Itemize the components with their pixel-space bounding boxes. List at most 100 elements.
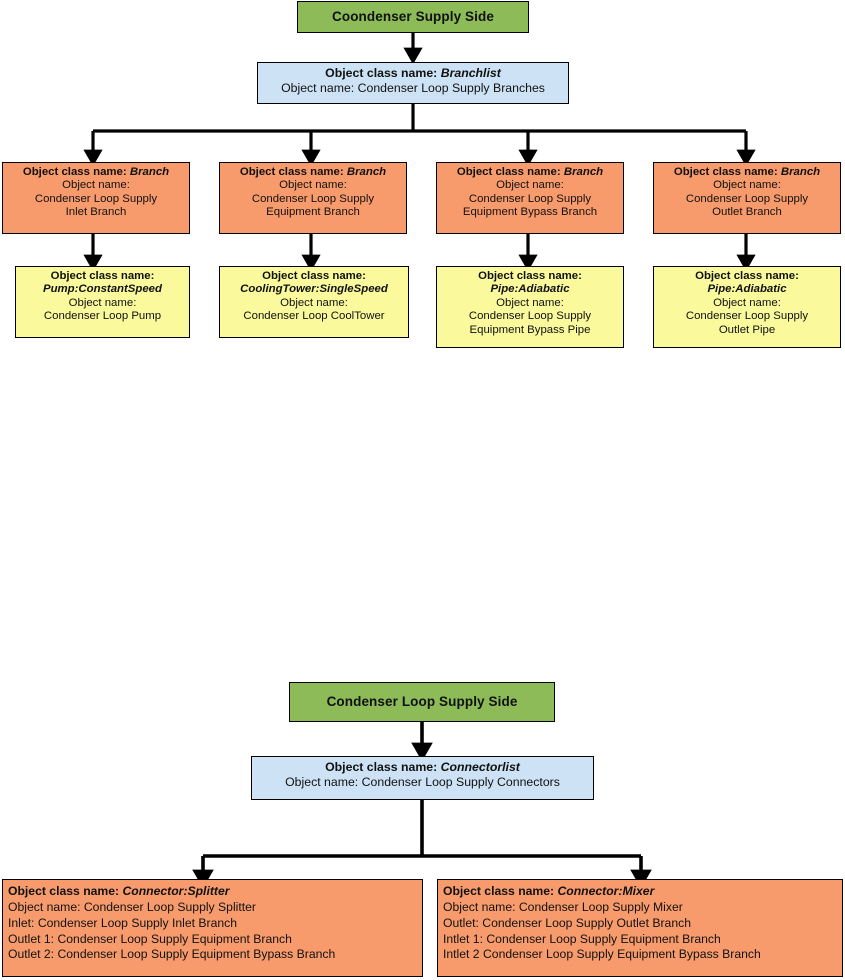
equipment-0-class-label: Object class name:: [50, 270, 155, 282]
branch-1-class-value: Branch: [346, 166, 387, 178]
mixer-inlet2-value: Condenser Loop Supply Equipment Bypass B…: [482, 947, 761, 962]
branch-0-class-row: Object class name: Branch: [3, 166, 189, 179]
connectorlist-name-value: Condenser Loop Supply Connectors: [361, 774, 560, 789]
mixer-class-row: Object class name: Connector:Mixer: [443, 884, 842, 900]
branch-node-equipment-bypass[interactable]: Object class name: Branch Object name: C…: [436, 162, 624, 234]
branch-0-name-line1: Condenser Loop Supply: [34, 192, 158, 205]
connector-node-mixer[interactable]: Object class name: Connector:Mixer Objec…: [437, 879, 843, 977]
branch-1-name-label: Object name:: [279, 179, 347, 192]
branch-3-class-value: Branch: [780, 166, 821, 178]
splitter-outlet2-value: Condenser Loop Supply Equipment Bypass B…: [57, 947, 336, 962]
equipment-node-coolingtower[interactable]: Object class name: CoolingTower:SingleSp…: [219, 266, 409, 338]
mixer-outlet-label: Outlet:: [443, 915, 479, 930]
edge-connectorlist-to-bus: [192, 800, 652, 889]
branch-3-class-label: Object class name:: [673, 166, 778, 178]
branch-0-name-label: Object name:: [62, 179, 130, 192]
branch-node-equipment[interactable]: Object class name: Branch Object name: C…: [219, 162, 407, 234]
branch-1-class-label: Object class name:: [239, 166, 344, 178]
mixer-class-value: Connector:Mixer: [557, 884, 655, 898]
equipment-node-outlet-pipe[interactable]: Object class name: Pipe:Adiabatic Object…: [653, 266, 841, 348]
mixer-inlet2-row: Intlet 2 Condenser Loop Supply Equipment…: [443, 947, 842, 963]
splitter-class-row: Object class name: Connector:Splitter: [8, 884, 422, 900]
equipment-node-bypass-pipe[interactable]: Object class name: Pipe:Adiabatic Object…: [436, 266, 624, 348]
splitter-outlet2-row: Outlet 2: Condenser Loop Supply Equipmen…: [8, 947, 422, 963]
mixer-outlet-value: Condenser Loop Supply Outlet Branch: [482, 915, 691, 930]
branch-1-class-row: Object class name: Branch: [220, 166, 406, 179]
branch-2-name-line1: Condenser Loop Supply: [468, 192, 592, 205]
connectorlist-class-label: Object class name:: [325, 760, 438, 774]
branch-2-class-label: Object class name:: [456, 166, 561, 178]
equipment-1-class-label: Object class name:: [262, 270, 366, 282]
branch-3-name-label: Object name:: [713, 179, 781, 192]
branchlist-name-label: Object name:: [281, 80, 355, 95]
equipment-2-name-line1: Condenser Loop Supply: [468, 310, 592, 323]
splitter-inlet-value: Condenser Loop Supply Inlet Branch: [37, 915, 238, 930]
equipment-2-name-label: Object name:: [496, 296, 564, 309]
mixer-inlet1-value: Condenser Loop Supply Equipment Branch: [486, 931, 721, 946]
splitter-object-name-value: Condenser Loop Supply Splitter: [83, 899, 256, 914]
splitter-outlet1-row: Outlet 1: Condenser Loop Supply Equipmen…: [8, 932, 422, 948]
mixer-inlet2-label: Intlet 2: [443, 947, 480, 962]
splitter-outlet1-value: Condenser Loop Supply Equipment Branch: [57, 931, 292, 946]
splitter-object-name-label: Object name:: [8, 899, 81, 914]
equipment-1-class-value: CoolingTower:SingleSpeed: [240, 283, 388, 296]
equipment-3-name-label: Object name:: [713, 296, 781, 309]
edge-branchlist-to-bus: [83, 104, 756, 167]
equipment-1-name-line1: Condenser Loop CoolTower: [243, 310, 385, 323]
branch-1-name-line1: Condenser Loop Supply: [251, 192, 375, 205]
mixer-object-name-value: Condenser Loop Supply Mixer: [518, 899, 683, 914]
equipment-3-name-line1: Condenser Loop Supply: [685, 310, 809, 323]
connectorlist-class-row: Object class name: Connectorlist: [252, 760, 593, 775]
connectorlist-name-label: Object name:: [285, 774, 359, 789]
splitter-inlet-label: Inlet:: [8, 915, 35, 930]
branch-2-class-value: Branch: [563, 166, 604, 178]
splitter-object-name-row: Object name: Condenser Loop Supply Split…: [8, 900, 422, 916]
branchlist-node[interactable]: Object class name: Branchlist Object nam…: [257, 62, 569, 104]
section-branches-title: Coondenser Supply Side: [297, 1, 529, 33]
branch-0-class-label: Object class name:: [22, 166, 127, 178]
branch-1-name-line2: Equipment Branch: [266, 206, 360, 219]
equipment-3-class-value: Pipe:Adiabatic: [707, 283, 787, 296]
mixer-outlet-row: Outlet: Condenser Loop Supply Outlet Bra…: [443, 916, 842, 932]
branchlist-class-row: Object class name: Branchlist: [258, 66, 568, 81]
splitter-outlet2-label: Outlet 2:: [8, 947, 55, 962]
splitter-class-value: Connector:Splitter: [122, 884, 230, 898]
splitter-outlet1-label: Outlet 1:: [8, 931, 55, 946]
mixer-object-name-row: Object name: Condenser Loop Supply Mixer: [443, 900, 842, 916]
branch-2-class-row: Object class name: Branch: [437, 166, 623, 179]
equipment-3-class-label: Object class name:: [695, 270, 799, 282]
branch-2-name-line2: Equipment Bypass Branch: [462, 206, 598, 219]
section-connectors-title: Condenser Loop Supply Side: [289, 682, 555, 722]
equipment-node-pump[interactable]: Object class name: Pump:ConstantSpeed Ob…: [15, 266, 190, 338]
equipment-2-class-label: Object class name:: [478, 270, 582, 282]
equipment-1-name-label: Object name:: [280, 296, 348, 309]
branch-3-name-line2: Outlet Branch: [712, 206, 782, 219]
connectorlist-class-value: Connectorlist: [440, 760, 520, 774]
connectorlist-node[interactable]: Object class name: Connectorlist Object …: [251, 756, 594, 800]
equipment-2-class-value: Pipe:Adiabatic: [490, 283, 570, 296]
mixer-inlet1-row: Intlet 1: Condenser Loop Supply Equipmen…: [443, 932, 842, 948]
splitter-inlet-row: Inlet: Condenser Loop Supply Inlet Branc…: [8, 916, 422, 932]
equipment-0-name-label: Object name:: [68, 296, 137, 309]
mixer-class-label: Object class name:: [443, 884, 555, 898]
branch-3-class-row: Object class name: Branch: [654, 166, 840, 179]
branchlist-name-row: Object name: Condenser Loop Supply Branc…: [258, 81, 568, 96]
branch-0-name-line2: Inlet Branch: [65, 206, 127, 219]
branch-2-name-label: Object name:: [496, 179, 564, 192]
equipment-0-name-line1: Condenser Loop Pump: [43, 310, 162, 323]
section-branches-title-text: Coondenser Supply Side: [332, 9, 494, 25]
branch-node-inlet[interactable]: Object class name: Branch Object name: C…: [2, 162, 190, 234]
splitter-class-label: Object class name:: [8, 884, 120, 898]
branch-0-class-value: Branch: [129, 166, 170, 178]
edge-branch-to-equipment-group: [83, 234, 756, 272]
connector-node-splitter[interactable]: Object class name: Connector:Splitter Ob…: [2, 879, 423, 977]
branchlist-name-value: Condenser Loop Supply Branches: [357, 80, 545, 95]
connectorlist-name-row: Object name: Condenser Loop Supply Conne…: [252, 775, 593, 790]
branch-node-outlet[interactable]: Object class name: Branch Object name: C…: [653, 162, 841, 234]
mixer-inlet1-label: Intlet 1:: [443, 931, 483, 946]
equipment-0-class-value: Pump:ConstantSpeed: [43, 283, 162, 296]
equipment-2-name-line2: Equipment Bypass Pipe: [469, 323, 591, 336]
equipment-3-name-line2: Outlet Pipe: [718, 323, 776, 336]
